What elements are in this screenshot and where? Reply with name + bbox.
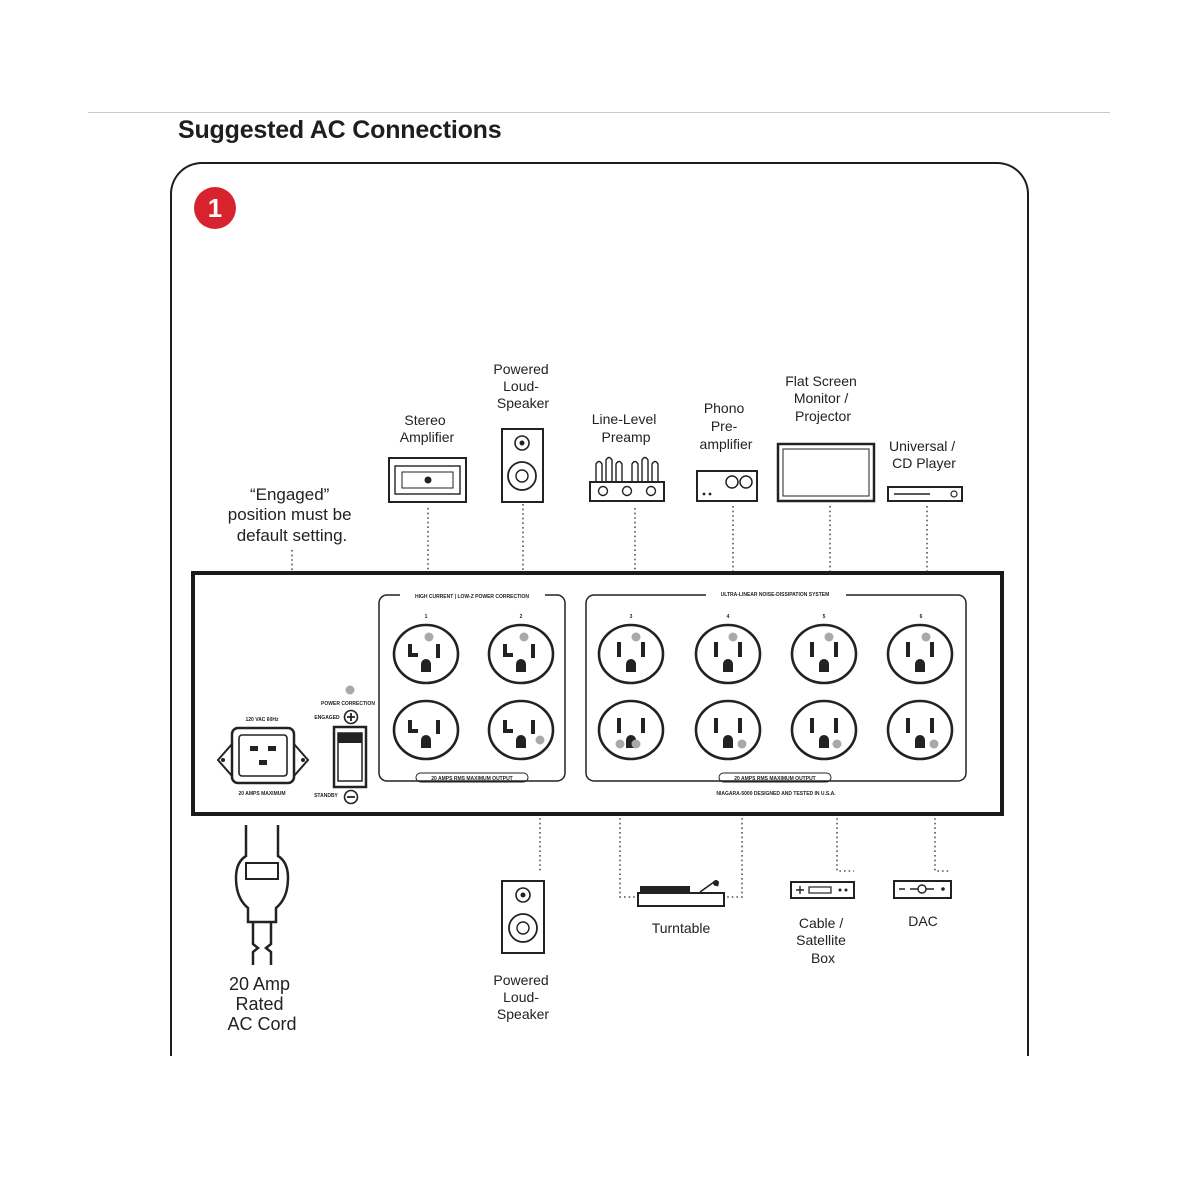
connection-markers [345,632,939,749]
device-label-powered-speaker-top: Powered Loud- Speaker [493,361,552,411]
label-line: Line-Level [592,411,657,427]
label-line: Preamp [601,429,650,445]
group-left-title: HIGH CURRENT | LOW-Z POWER CORRECTION [415,594,529,600]
crop-cover [150,1056,1050,1200]
tube-preamp-icon [589,456,665,502]
device-label-stereo-amplifier: Stereo Amplifier [400,412,455,445]
cd-player-icon [887,486,963,502]
ac-cord-label: 20 Amp Rated AC Cord [227,974,296,1034]
ac-plug-icon [234,825,290,965]
device-label-phono-preamplifier: Phono Pre- amplifier [700,400,753,452]
turntable-icon [637,880,725,907]
label-line: Speaker [497,1006,549,1022]
outlet-number-4: 4 [727,614,730,620]
outlet-15a [790,699,858,761]
satellite-box-icon [790,881,855,899]
outlet-15a [597,623,665,685]
inlet-bottom-label: 20 AMPS MAXIMUM [238,791,285,797]
label-line: CD Player [892,455,956,471]
label-line: Rated [235,994,283,1014]
device-label-flat-screen: Flat Screen Monitor / Projector [785,373,860,424]
outlet-15a [694,623,762,685]
engaged-note-line: position must be [228,505,352,524]
device-label-cd-player: Universal / CD Player [889,438,959,471]
label-line: Flat Screen [785,373,857,389]
group-right-title: ULTRA-LINEAR NOISE-DISSIPATION SYSTEM [721,592,830,598]
outlet-15a [790,623,858,685]
label-line: Universal / [889,438,955,454]
dac-icon [893,880,952,899]
panel-footer: NIAGARA-5000 DESIGNED AND TESTED IN U.S.… [716,791,836,797]
group-right-rating: 20 AMPS RMS MAXIMUM OUTPUT [734,776,815,782]
powered-loudspeaker-icon [501,880,545,954]
outlet-15a [886,699,954,761]
outlet-20a [392,623,460,685]
label-line: Phono [704,400,745,416]
outlet-number-3: 3 [630,614,633,620]
power-panel: HIGH CURRENT | LOW-Z POWER CORRECTION UL… [191,571,1004,816]
device-label-powered-speaker-bottom: Powered Loud- Speaker [493,972,552,1022]
label-line: Stereo [404,412,445,428]
switch-label: POWER CORRECTION [321,701,375,707]
engaged-note-line: “Engaged” [250,485,330,504]
label-line: AC Cord [227,1014,296,1034]
switch-off-label: STANDBY [314,793,338,799]
label-line: Satellite [796,932,846,948]
engaged-note: “Engaged” position must be default setti… [228,485,357,545]
device-label-cable-satellite: Cable / Satellite Box [796,915,850,966]
label-line: Cable / [799,915,843,931]
outlet-number-2: 2 [520,614,523,620]
label-line: 20 Amp [229,974,290,994]
outlet-20a [487,699,555,761]
engaged-note-line: default setting. [237,526,348,545]
page-title: Suggested AC Connections [178,116,502,144]
header-rule [88,112,1110,113]
label-line: Projector [795,408,851,424]
device-label-turntable: Turntable [652,920,711,936]
outlet-20a [487,623,555,685]
label-line: Monitor / [794,390,849,406]
label-line: Loud- [503,378,539,394]
diagram-frame [170,162,1029,1114]
group-left-rating: 20 AMPS RMS MAXIMUM OUTPUT [431,776,512,782]
power-switch: POWER CORRECTION ENGAGED STANDBY [314,701,375,805]
outlet-20a [392,699,460,761]
outlet-number-1: 1 [425,614,428,620]
ac-inlet: 120 VAC 60Hz 20 AMPS MAXIMUM [216,717,310,797]
label-line: amplifier [700,436,753,452]
outlet-15a [597,699,665,761]
phono-preamp-icon [696,470,758,502]
label-line: Powered [493,361,548,377]
outlet-number-5: 5 [823,614,826,620]
label-line: Speaker [497,395,549,411]
device-label-dac: DAC [908,913,938,929]
outlet-15a [886,623,954,685]
powered-loudspeaker-icon [501,428,544,503]
step-number-badge: 1 [194,187,236,229]
flat-screen-icon [776,442,876,503]
label-line: Loud- [503,989,539,1005]
label-line: Box [811,950,835,966]
label-line: Powered [493,972,548,988]
stereo-amplifier-icon [388,457,467,503]
device-label-line-level-preamp: Line-Level Preamp [592,411,661,445]
outlet-number-6: 6 [920,614,923,620]
inlet-top-label: 120 VAC 60Hz [246,717,279,723]
outlet-15a [694,699,762,761]
label-line: Amplifier [400,429,455,445]
switch-on-label: ENGAGED [314,715,340,721]
label-line: Pre- [711,418,738,434]
